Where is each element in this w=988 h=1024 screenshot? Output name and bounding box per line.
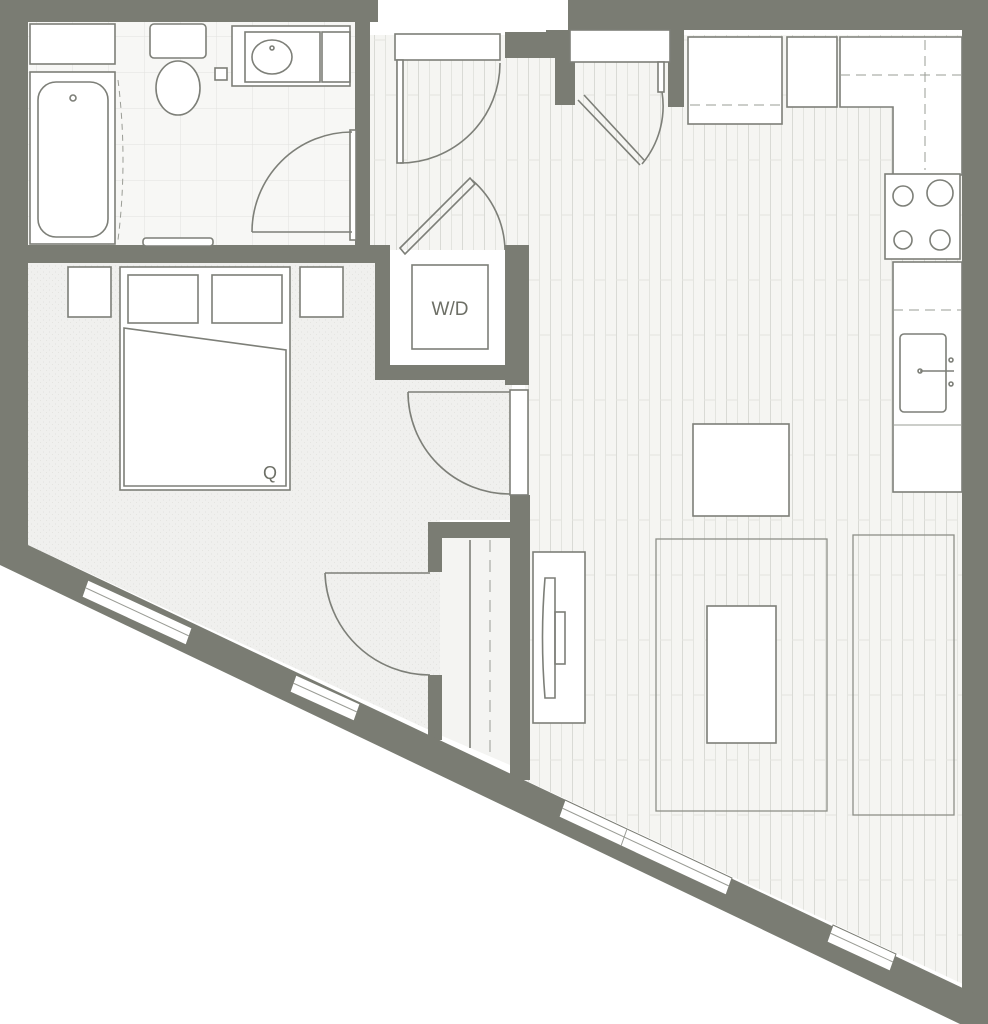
nightstand-right [299,266,344,318]
linen-shelf [29,23,116,65]
windows [81,0,897,972]
door-swing-icon [251,129,357,241]
floors [28,22,965,985]
wall-bedroom-right [510,495,530,780]
washer-dryer-icon: W/D [411,264,489,350]
stove-icon [884,173,961,260]
wall-left [0,0,28,560]
wall-wd-right [505,245,529,385]
fridge [687,36,783,125]
wall-diagonal [0,540,988,1024]
rug [655,538,828,812]
entry-door-opening [378,0,546,32]
wall-closet-left-bottom [428,675,442,740]
closet-floor [440,538,510,765]
bathroom [29,23,357,247]
coffee-table-icon [706,605,777,744]
wall-closet-top [428,522,523,538]
entry-doors [394,29,671,256]
wall-wd-left [375,245,390,380]
wall-kitchen-stub [668,22,684,107]
bed-size-label: Q [263,463,277,483]
living [532,534,955,816]
wall-top-left [0,0,378,22]
tv-console-icon [532,551,586,724]
wall-mid-stub [0,305,10,335]
living-floor [370,35,965,985]
wall-right [962,0,988,1000]
wall-bath-bottom [28,245,390,263]
bed-icon: Q [119,266,291,491]
nightstand-left [67,266,112,318]
wall-wd-bottom [375,365,525,380]
wall-closet-left-top [428,522,442,572]
bedroom: Q [67,266,529,760]
kitchen [687,36,963,517]
wall-bath-divider [355,0,370,245]
door-swing-icon [324,572,431,676]
door-swing-icon [407,389,529,496]
sofa-icon [852,534,955,816]
closet-rod [469,540,491,760]
toilet-icon [149,23,207,116]
washer-dryer-label: W/D [432,299,469,320]
kitchen-sink-icon [899,333,954,413]
wall-top-right [568,0,988,30]
window-icon [81,579,193,646]
dining-table [692,423,790,517]
bathtub-icon [29,71,116,245]
sink-icon [231,25,351,87]
